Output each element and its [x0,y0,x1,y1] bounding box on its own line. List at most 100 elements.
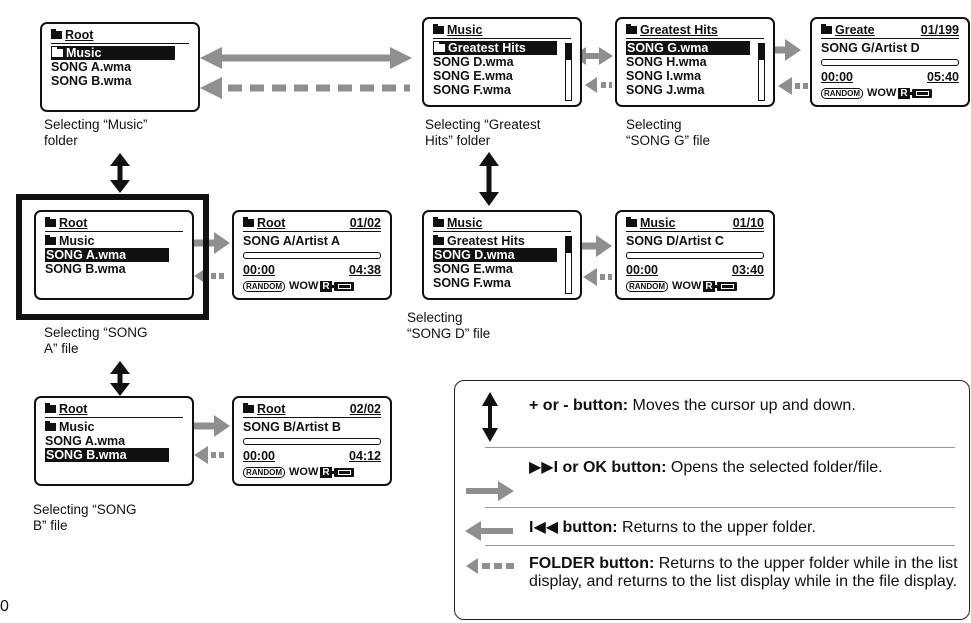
list-item-selected: Greatest Hits [433,41,557,55]
folder-icon [626,24,637,34]
legend-item-folder-desc: Returns to the upper folder while in the… [529,555,958,590]
folder-icon [45,235,56,245]
legend-item-folder-key: FOLDER button: [529,555,655,572]
elapsed-time: 00:00 [243,263,275,277]
wow-effect-label: WOW [289,466,319,478]
updown-arrow [110,153,130,193]
wow-effect-label: WOW [289,280,319,292]
screen-header: Root [51,28,189,44]
scrollbar-thumb [566,44,571,60]
random-mode-badge: RANDOM [821,87,863,99]
return-dashed-arrow-left [194,446,226,464]
list-item: SONG B.wma [45,262,183,276]
progress-bar [626,252,764,259]
screen-header: Root [45,402,183,418]
total-time: 03:40 [732,263,764,277]
screen-header-title: Root [257,216,286,230]
list-item-label: SONG B.wma [51,74,132,88]
wow-effect-label: WOW [867,87,897,99]
list-item-label: SONG G.wma [627,41,709,55]
track-title: SONG B/Artist B [243,420,341,434]
list-item: SONG A.wma [51,60,189,74]
folder-icon [45,217,56,227]
legend-item-prev-key: I◀◀ button: [529,519,618,536]
scrollbar [565,236,572,294]
screen-header: Greatest Hits [626,23,764,39]
elapsed-time: 00:00 [821,70,853,84]
legend-item-next-ok-key: ▶▶I or OK button: [529,459,667,476]
list-item-label: Greatest Hits [448,41,526,55]
screen-header-title: Root [59,402,88,416]
list-item-label: SONG A.wma [46,248,127,262]
screen-header: Root [45,216,183,232]
list-item-selected: SONG D.wma [433,248,557,262]
time-row: 00:00 03:40 [626,263,764,277]
screen-header-title: Root [65,28,94,42]
elapsed-time: 00:00 [626,263,658,277]
open-arrow-right [579,235,612,257]
folder-icon [45,421,56,431]
current-step-frame [16,194,209,320]
caption-music-folder: Selecting “Music” folder [44,117,148,148]
track-title: SONG A/Artist A [243,234,340,248]
folder-icon [433,217,444,227]
legend-item-plus-minus: + or - button: Moves the cursor up and d… [529,397,959,415]
legend-item-next-ok: ▶▶I or OK button: Opens the selected fol… [529,459,959,477]
battery-icon [713,281,737,291]
random-mode-badge: RANDOM [626,280,668,292]
legend-item-prev-desc: Returns to the upper folder. [617,519,816,536]
legend-open-arrow [466,481,514,501]
screen-header-title: Root [257,402,286,416]
folder-icon [821,24,832,34]
screen-header-title: Greatest Hits [640,23,718,37]
random-mode-badge: RANDOM [243,280,285,292]
track-title: SONG G/Artist D [821,41,920,55]
screen-header-title: Greate [835,23,875,37]
repeat-badge: R [320,466,332,478]
legend-updown-arrow [482,392,498,442]
screen-header-title: Music [640,216,676,230]
list-item: SONG A.wma [45,434,183,448]
list-item-selected: SONG B.wma [45,448,169,462]
legend-divider [485,447,955,448]
legend-folder-dashed-arrow [466,558,514,574]
list-item: Greatest Hits [433,234,571,248]
list-item: SONG B.wma [51,74,189,88]
screen-header-title: Music [447,23,483,37]
open-close-double-arrow [200,47,412,69]
list-item-selected: SONG A.wma [45,248,169,262]
repeat-badge: R [320,280,332,292]
scrollbar-thumb [566,237,571,253]
folder-icon [433,24,444,34]
list-item-label: SONG J.wma [626,83,705,97]
list-item-label: SONG F.wma [433,83,511,97]
list-item-selected: Music [51,46,175,60]
legend-item-plus-minus-key: + or - button: [529,397,629,414]
return-dashed-arrow-left [583,268,612,286]
caption-song-a: Selecting “SONG A” file [44,325,148,356]
page-number: 0 [0,598,9,615]
scrollbar [758,43,765,101]
legend-return-arrow [465,521,513,541]
updown-arrow [110,361,130,396]
legend-item-plus-minus-desc: Moves the cursor up and down. [628,397,856,414]
list-item-label: SONG D.wma [434,248,515,262]
legend-divider [485,545,955,546]
folder-icon [243,403,254,413]
wow-effect-label: WOW [672,280,702,292]
folder-return-dashed-arrow [200,77,410,99]
list-item-label: SONG A.wma [51,60,132,74]
